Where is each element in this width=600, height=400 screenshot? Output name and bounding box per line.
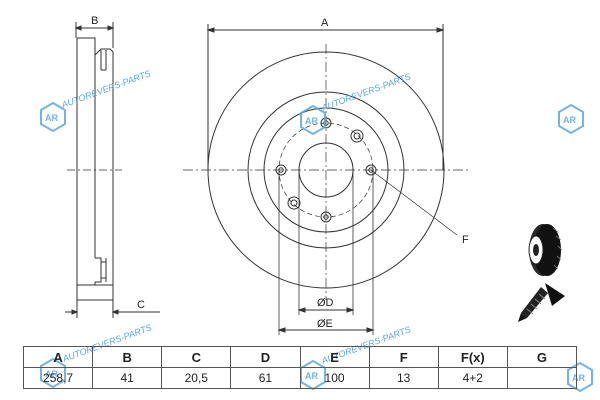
svg-text:AR: AR bbox=[563, 115, 576, 125]
dimension-b-label: B bbox=[91, 15, 98, 27]
dimension-f-label: F bbox=[462, 234, 469, 246]
value-cell-fx: 4+2 bbox=[437, 367, 508, 389]
svg-text:AR: AR bbox=[45, 113, 58, 123]
header-cell-a: A bbox=[22, 346, 94, 368]
header-cell-g: G bbox=[506, 346, 578, 368]
value-cell-a: 258,7 bbox=[22, 367, 94, 389]
value-cell-e: 100 bbox=[299, 367, 370, 389]
header-cell-d: D bbox=[230, 346, 301, 368]
disc-thumbnail-icon bbox=[528, 224, 563, 276]
watermark-logo-icon: AR bbox=[40, 101, 66, 133]
value-cell-b: 41 bbox=[92, 367, 163, 389]
watermark-logo-icon: AR bbox=[558, 103, 584, 135]
screw-icon bbox=[518, 283, 565, 322]
svg-text:AR: AR bbox=[305, 116, 318, 126]
dimension-e-label: ØE bbox=[317, 318, 333, 330]
header-cell-f: F bbox=[368, 346, 439, 368]
dimension-c-label: C bbox=[137, 299, 145, 311]
spec-table-header-row: A B C D E F F(x) G bbox=[22, 346, 578, 368]
spec-table: A B C D E F F(x) G 258,7 41 20,5 61 100 … bbox=[22, 346, 578, 389]
value-cell-c: 20,5 bbox=[161, 367, 232, 389]
header-cell-c: C bbox=[161, 346, 232, 368]
value-cell-g bbox=[506, 367, 578, 389]
spec-table-value-row: 258,7 41 20,5 61 100 13 4+2 bbox=[22, 367, 578, 389]
header-cell-b: B bbox=[92, 346, 163, 368]
dimension-a-label: A bbox=[321, 17, 329, 29]
side-view bbox=[65, 22, 160, 318]
header-cell-fx: F(x) bbox=[437, 346, 508, 368]
header-cell-e: E bbox=[299, 346, 370, 368]
watermark-text: AUTOREVERS-PARTS bbox=[59, 68, 152, 110]
svg-text:AR: AR bbox=[572, 373, 585, 383]
front-view bbox=[183, 24, 470, 335]
value-cell-f: 13 bbox=[368, 367, 439, 389]
dimension-d-label: ØD bbox=[317, 297, 334, 309]
value-cell-d: 61 bbox=[230, 367, 301, 389]
watermark-logo-icon: AR bbox=[300, 104, 326, 136]
